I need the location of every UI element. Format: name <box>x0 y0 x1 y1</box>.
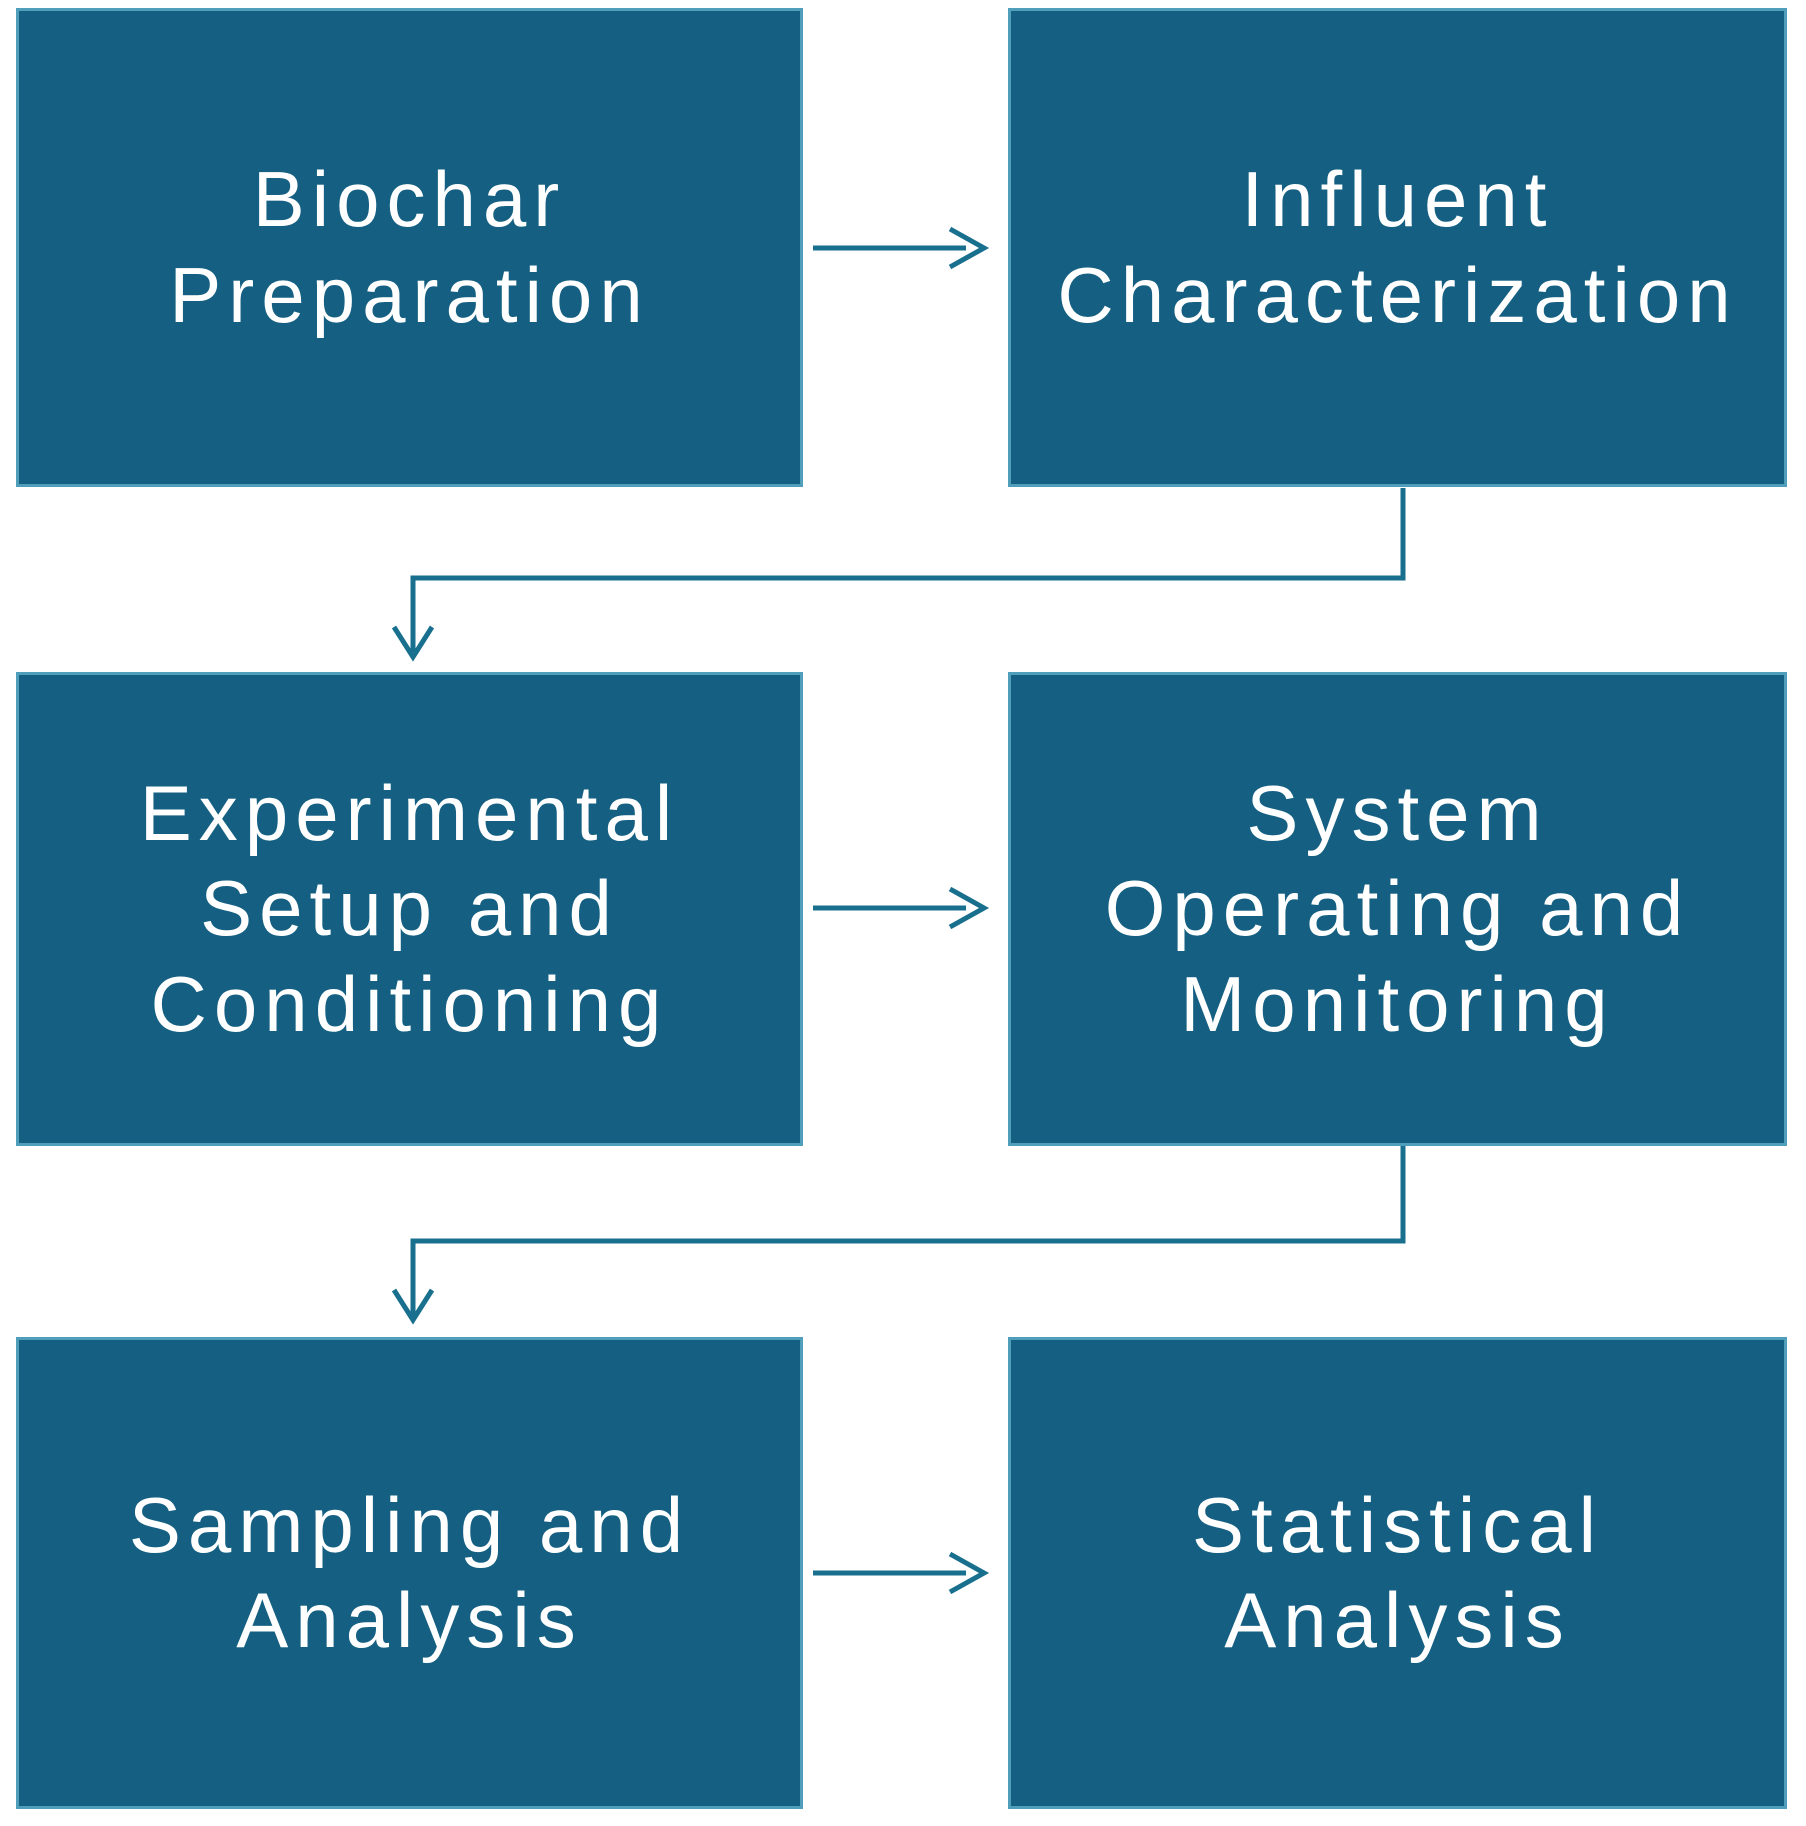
flow-step-experimental-setup-and-conditioning: Experimental Setup and Conditioning <box>16 672 803 1146</box>
arrowhead-down-icon <box>391 625 435 662</box>
arrow-biochar-to-influent <box>813 226 990 270</box>
flow-step-biochar-preparation: Biochar Preparation <box>16 8 803 487</box>
flow-step-system-operating-and-monitoring: System Operating and Monitoring <box>1008 672 1787 1146</box>
elbow-shaft <box>410 488 1406 652</box>
flow-step-sampling-and-analysis: Sampling and Analysis <box>16 1337 803 1809</box>
arrowhead-right-icon <box>948 1551 990 1595</box>
elbow-shaft <box>410 1146 1406 1315</box>
flow-step-label: Sampling and Analysis <box>128 1480 691 1664</box>
flow-step-label: Influent Characterization <box>1057 155 1738 339</box>
arrowhead-right-icon <box>948 226 990 270</box>
arrowhead-down-icon <box>391 1288 435 1325</box>
arrow-sampling-to-statistical <box>813 1551 990 1595</box>
flow-step-label: Experimental Setup and Conditioning <box>139 769 680 1048</box>
elbow-arrow-influent-to-experimental <box>391 488 1406 662</box>
arrow-experimental-to-system <box>813 886 990 930</box>
arrowhead-right-icon <box>948 886 990 930</box>
flow-step-influent-characterization: Influent Characterization <box>1008 8 1787 487</box>
flow-step-label: Statistical Analysis <box>1191 1480 1603 1664</box>
flow-step-label: Biochar Preparation <box>169 155 650 339</box>
flow-step-label: System Operating and Monitoring <box>1104 769 1691 1048</box>
flow-step-statistical-analysis: Statistical Analysis <box>1008 1337 1787 1809</box>
elbow-arrow-system-to-sampling <box>391 1146 1406 1325</box>
